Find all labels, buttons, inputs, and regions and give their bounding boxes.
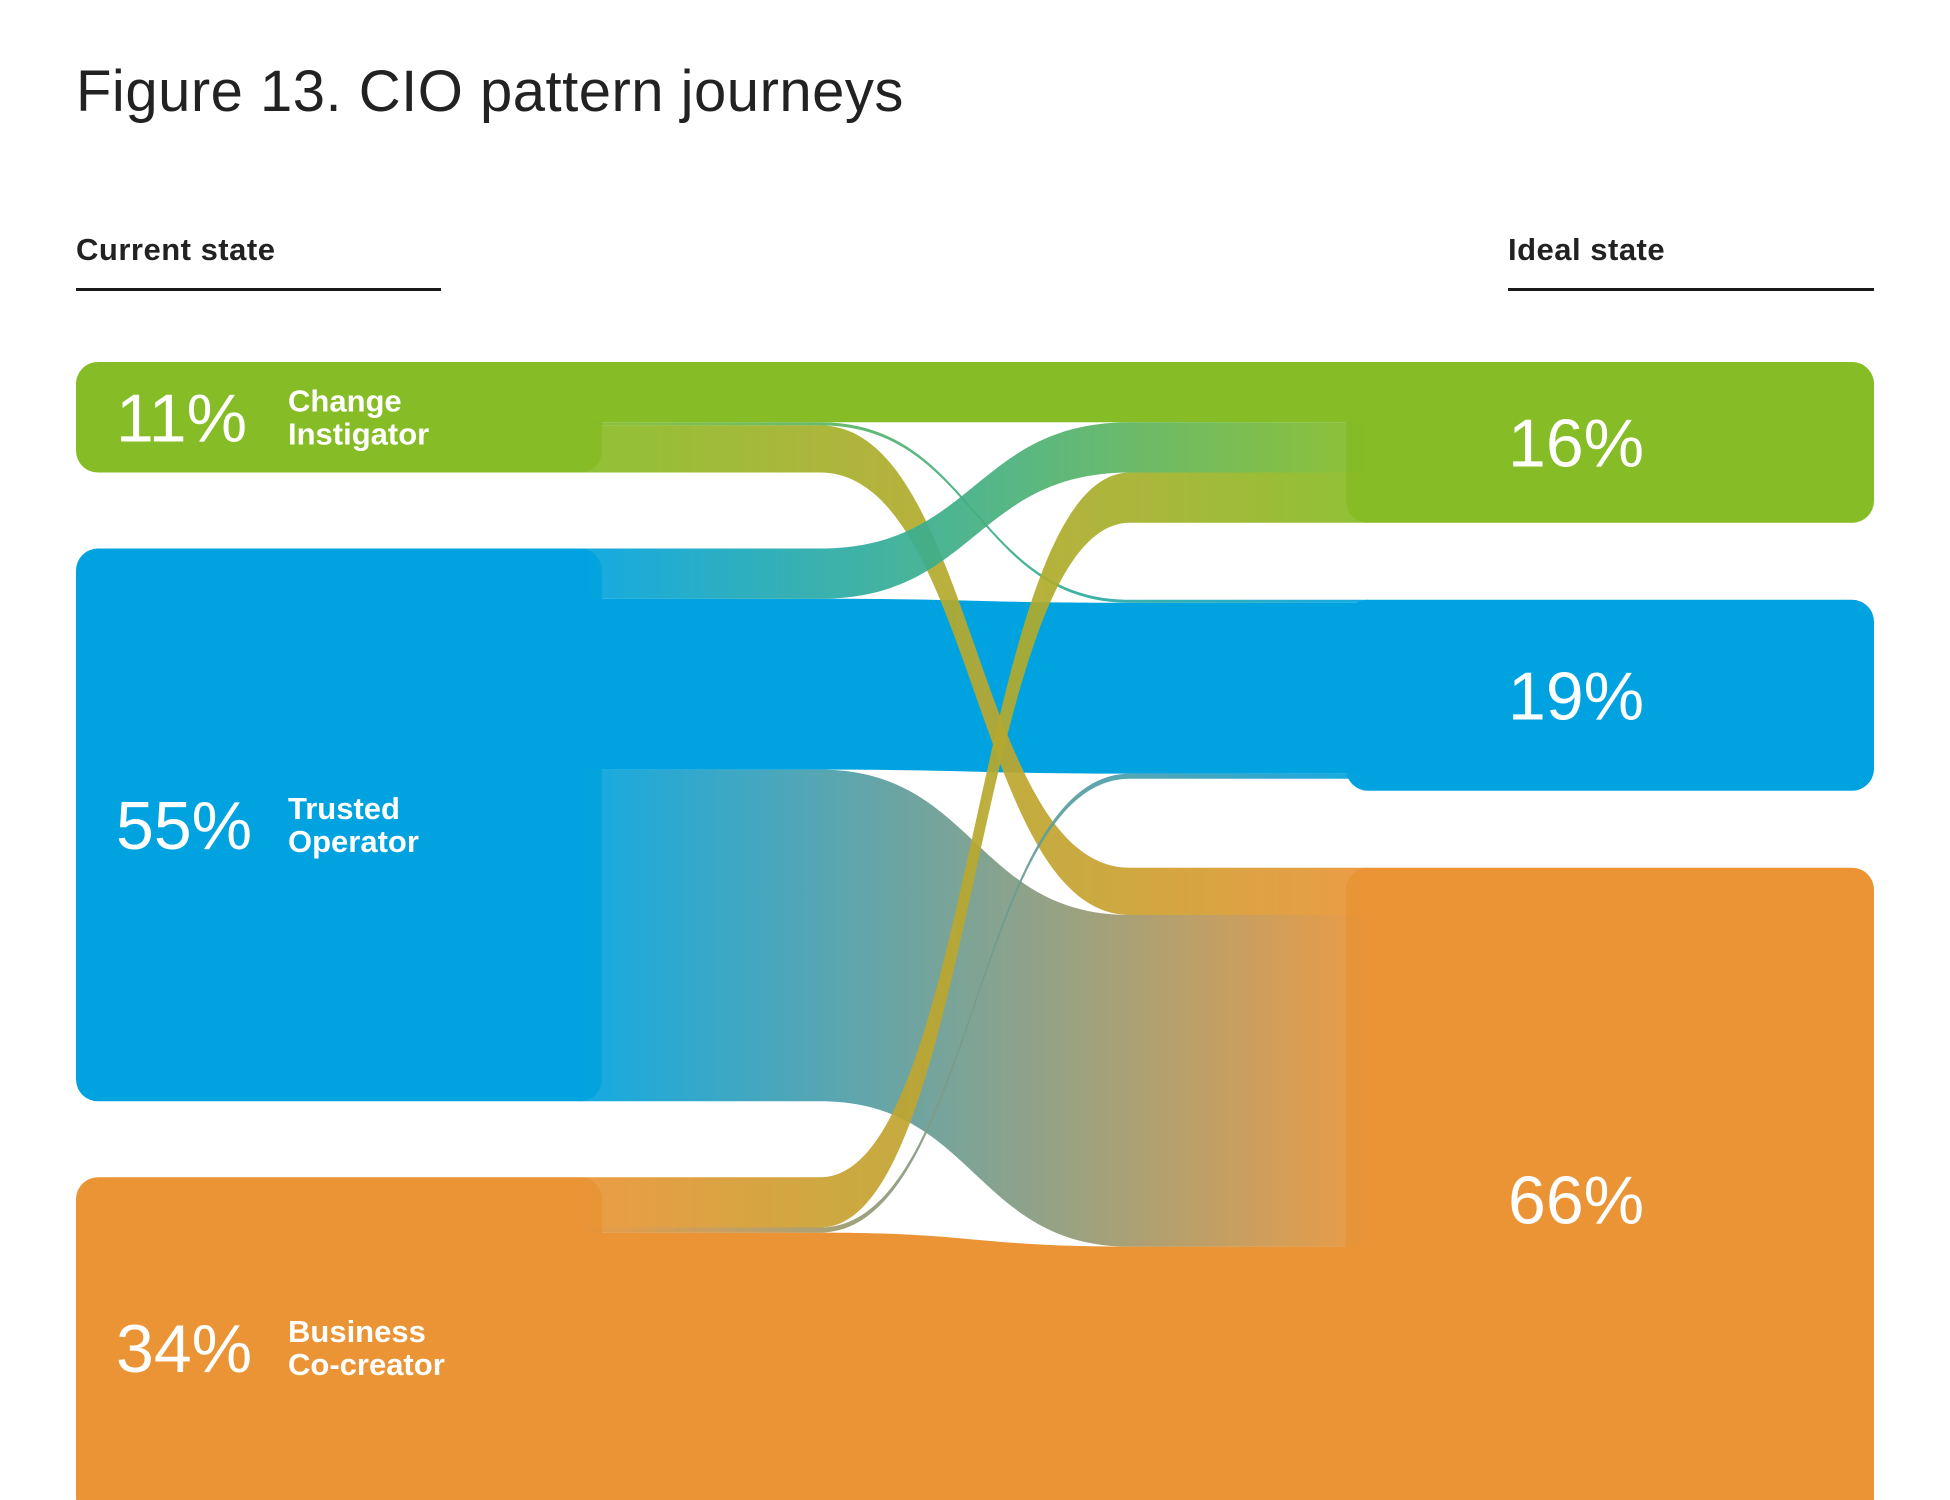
target-node-bc: [1346, 867, 1874, 1500]
source-percent-to: 55%: [116, 788, 252, 864]
source-label-ci-line-1: Change: [288, 383, 402, 418]
flows-layer: [580, 362, 1368, 1500]
ideal-state-header: Ideal state: [1508, 232, 1666, 267]
nodes-layer: [76, 362, 1874, 1500]
current-state-rule: [76, 288, 441, 291]
target-percent-bc: 66%: [1508, 1162, 1644, 1238]
flow-ci-to-ci: [580, 362, 1368, 423]
flow-bc-to-bc: [580, 1232, 1368, 1500]
target-percent-ci: 16%: [1508, 405, 1644, 481]
source-node-bc: [76, 1177, 602, 1500]
target-percent-to: 19%: [1508, 658, 1644, 734]
source-node-to: [76, 548, 602, 1102]
flow-to-to-ci: [580, 422, 1368, 599]
source-percent-ci: 11%: [116, 380, 247, 456]
source-label-bc-line-1: Business: [288, 1314, 426, 1349]
target-node-to: [1346, 599, 1874, 791]
figure-title: Figure 13. CIO pattern journeys: [76, 59, 904, 124]
flow-ci-to-bc: [580, 425, 1368, 915]
source-node-ci: [76, 362, 602, 473]
source-percent-bc: 34%: [116, 1311, 252, 1387]
target-node-ci: [1346, 362, 1874, 523]
source-label-ci-line-2: Instigator: [288, 416, 429, 451]
source-label-bc-line-2: Co-creator: [288, 1347, 445, 1382]
source-label-to-line-2: Operator: [288, 824, 419, 859]
source-label-to-line-1: Trusted: [288, 791, 400, 826]
ideal-state-rule: [1508, 288, 1874, 291]
flow-bc-to-ci: [580, 472, 1368, 1228]
current-state-header: Current state: [76, 232, 276, 267]
